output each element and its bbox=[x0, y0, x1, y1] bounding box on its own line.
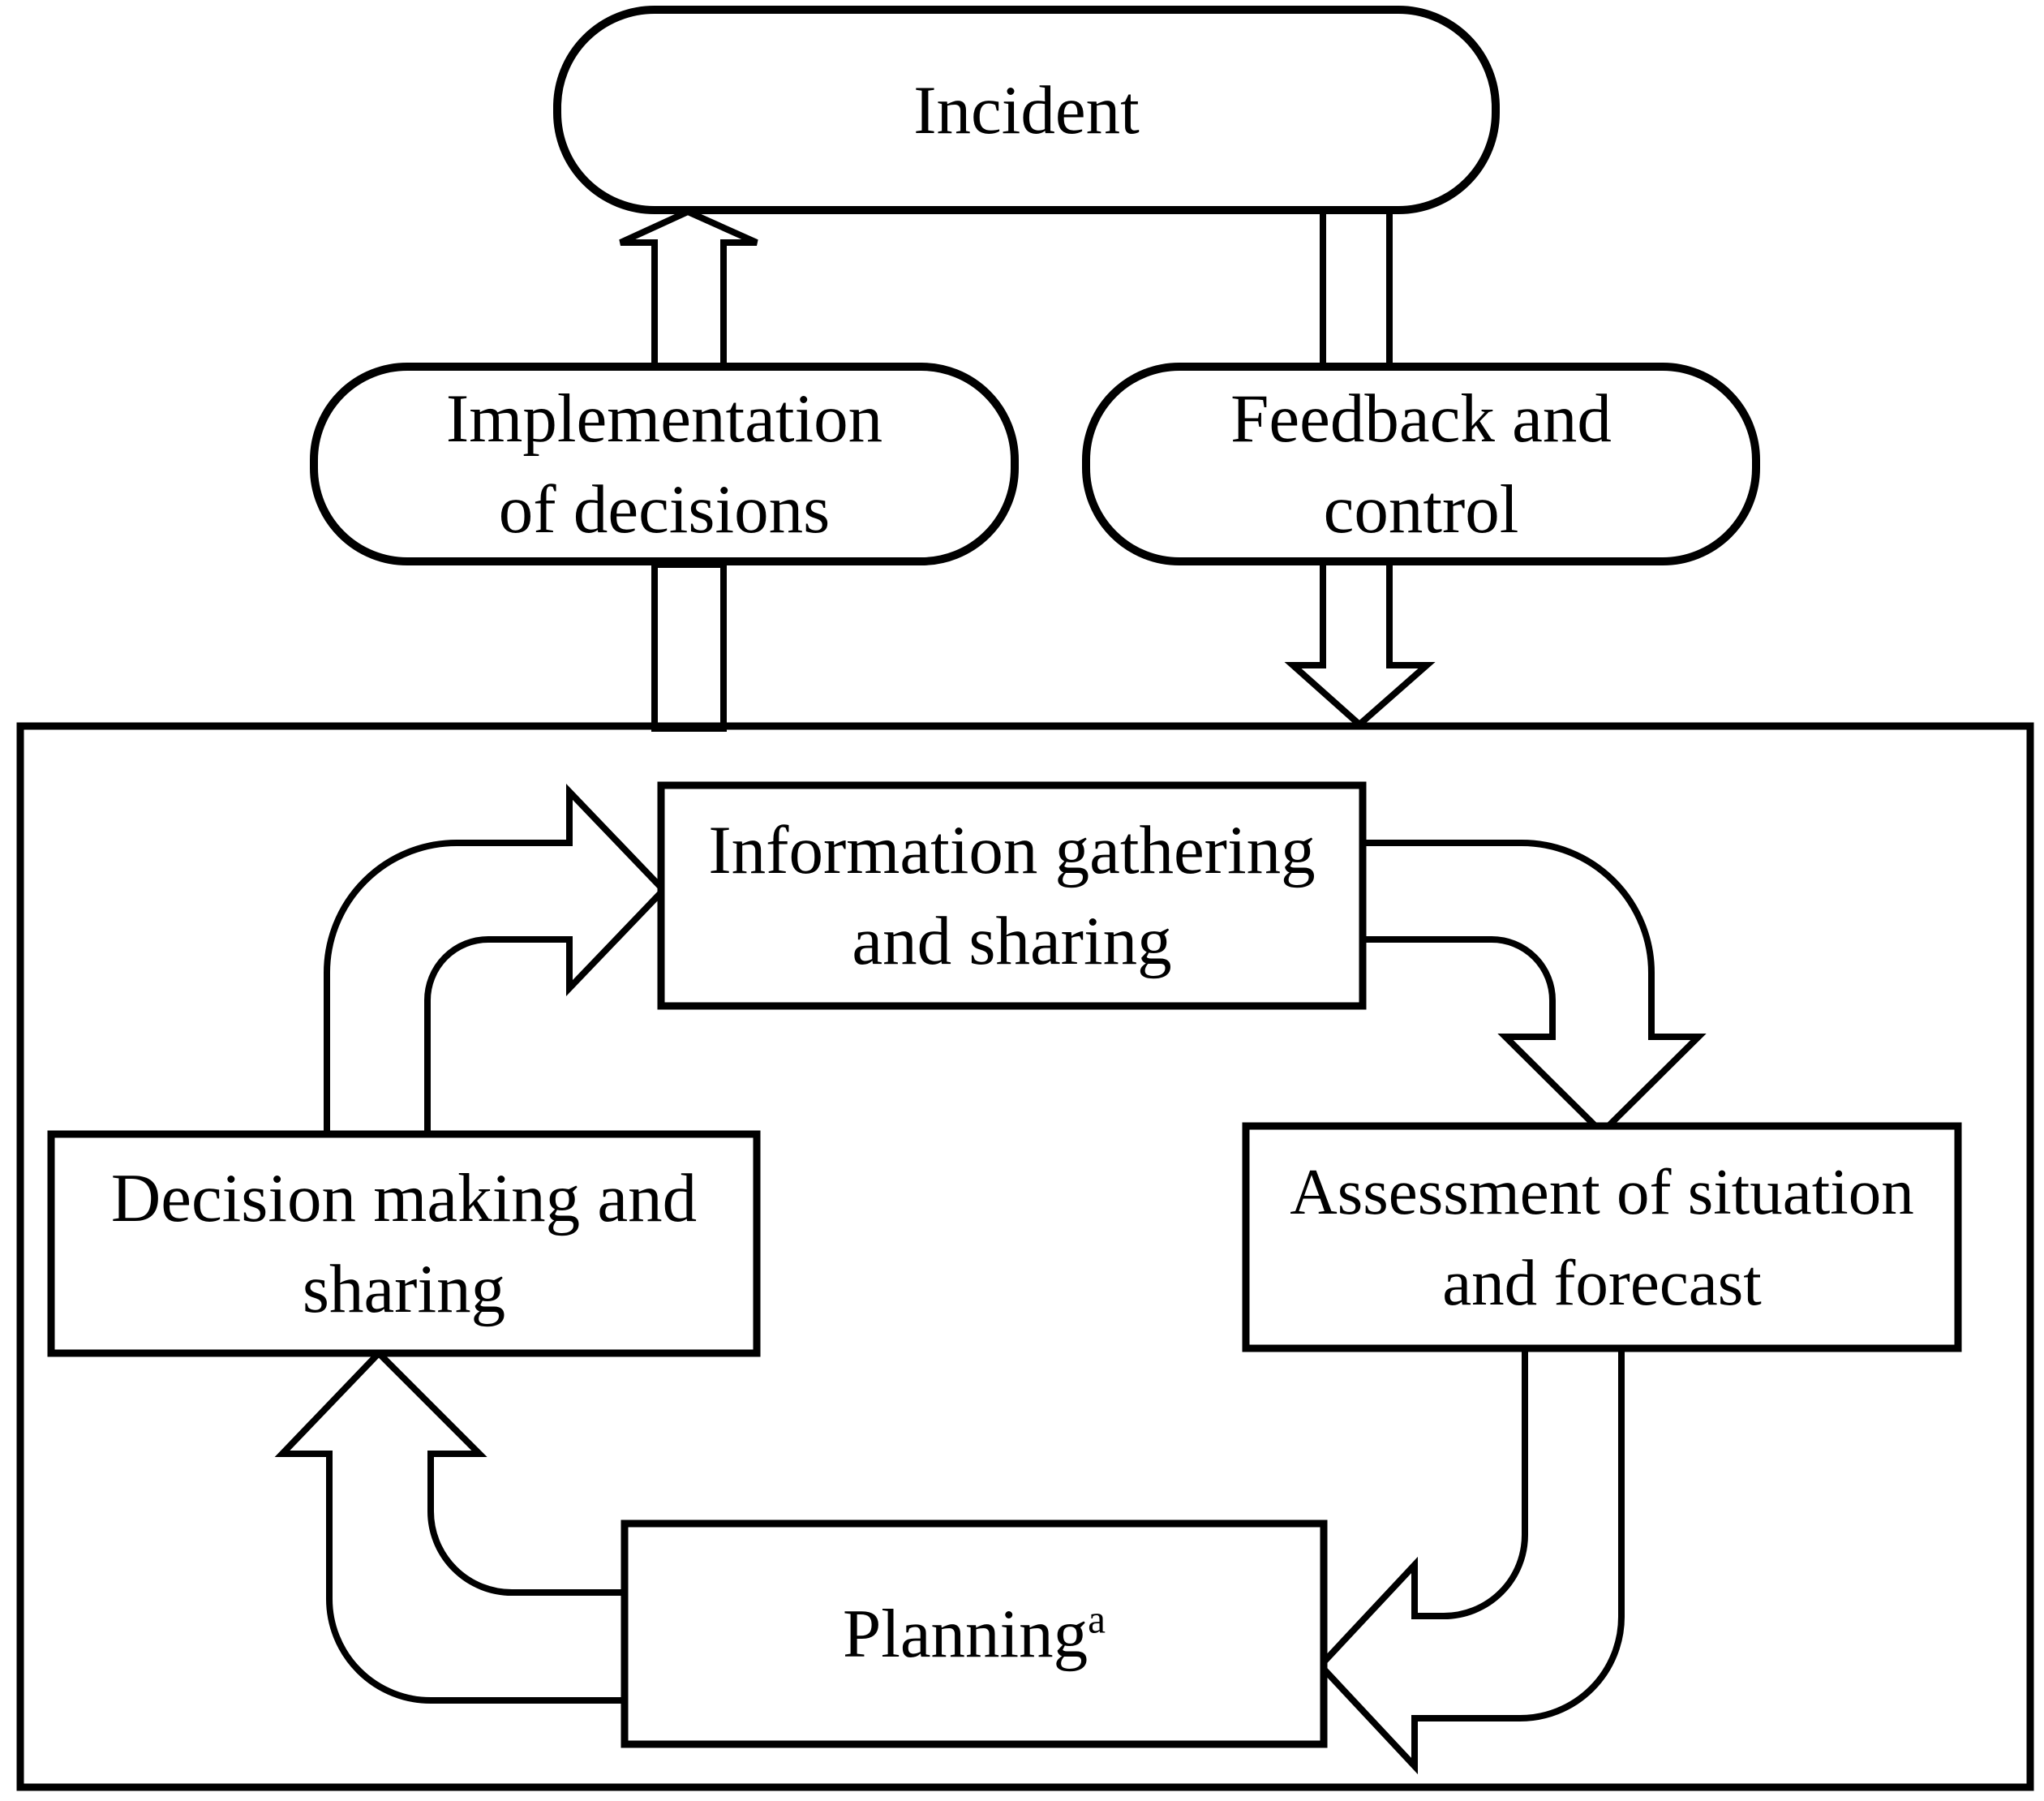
arrow-assessment-to-planning bbox=[1316, 1345, 1625, 1775]
decision-box bbox=[47, 1130, 761, 1357]
incident-box bbox=[553, 6, 1500, 214]
implementation-box bbox=[310, 363, 1019, 565]
assessment-box bbox=[1242, 1122, 1962, 1352]
arrow-decision-to-information bbox=[324, 784, 668, 1139]
planning-box bbox=[620, 1519, 1328, 1748]
arrow-information-to-assessment bbox=[1359, 840, 1707, 1137]
arrow-implementation-shaft bbox=[651, 561, 727, 732]
feedback-box bbox=[1082, 363, 1760, 565]
arrow-implementation-to-incident-head bbox=[619, 208, 758, 372]
arrow-planning-to-decision bbox=[274, 1348, 628, 1704]
arrow-feedback-to-cycle-head bbox=[1284, 558, 1436, 729]
arrow-feedback-shaft bbox=[1320, 207, 1393, 372]
cycle-container-box bbox=[16, 722, 2034, 1791]
information-box bbox=[657, 781, 1367, 1010]
